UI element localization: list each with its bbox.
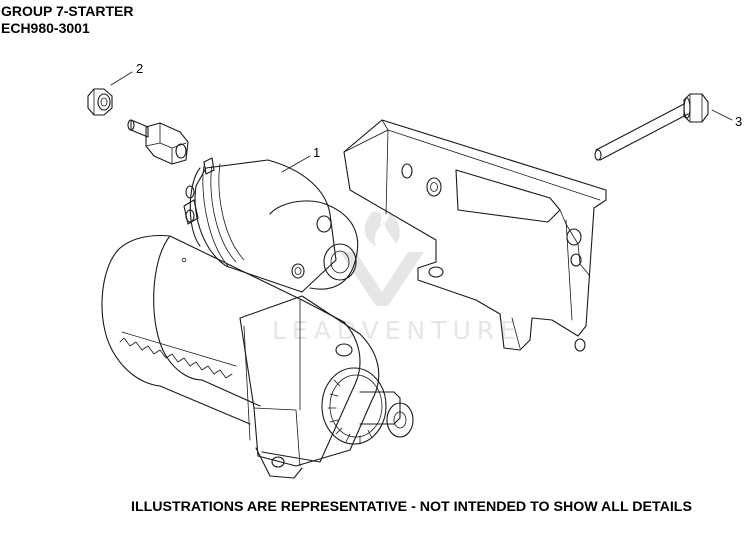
group-title: GROUP 7-STARTER	[1, 3, 134, 19]
stud-spacer	[127, 119, 189, 165]
starter-motor	[101, 157, 414, 479]
watermark-logo: LEADVENTURE	[272, 211, 522, 345]
leader-line-3	[711, 109, 733, 121]
flange-bolt	[594, 93, 709, 161]
leader-line-1	[281, 155, 311, 173]
model-number: ECH980-3001	[1, 20, 90, 36]
disclaimer-text: ILLUSTRATIONS ARE REPRESENTATIVE - NOT I…	[131, 499, 692, 515]
callout-3: 3	[735, 114, 743, 129]
callout-1: 1	[313, 145, 321, 160]
leader-line-2	[110, 71, 133, 86]
callout-2: 2	[136, 61, 144, 76]
mounting-bracket	[343, 119, 607, 352]
hex-nut	[87, 88, 113, 116]
watermark-text: LEADVENTURE	[272, 316, 522, 345]
